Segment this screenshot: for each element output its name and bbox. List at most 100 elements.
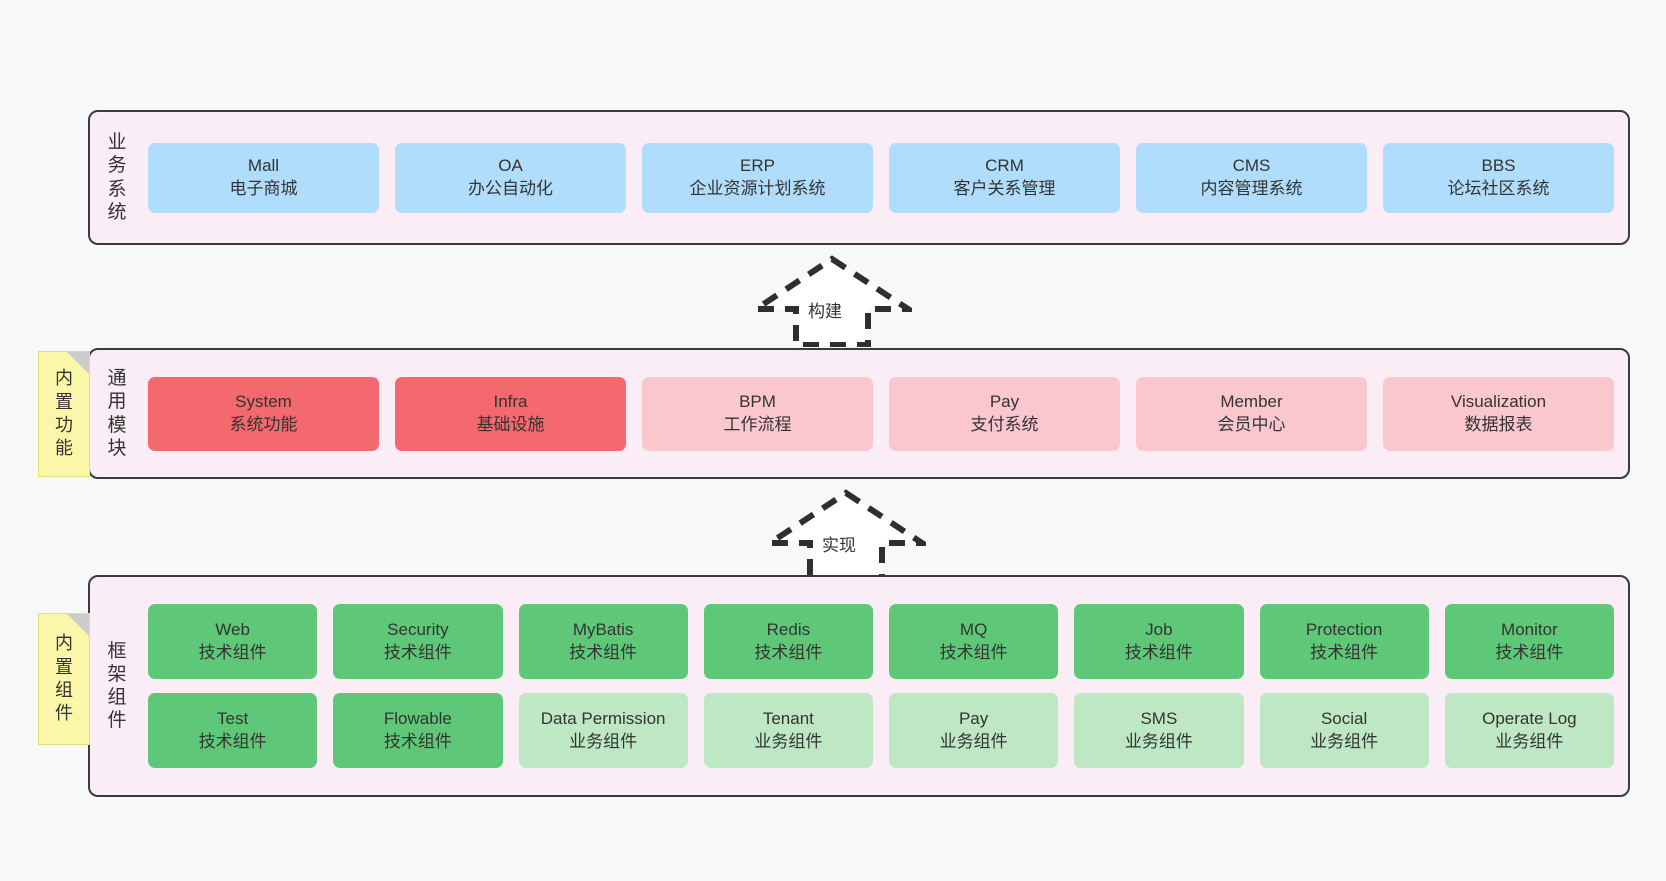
- layer-title-char: 块: [107, 437, 127, 459]
- layer-title-char: 件: [107, 710, 127, 732]
- card-subtitle: 客户关系管理: [953, 178, 1056, 198]
- layer-body-framework-components: Web 技术组件 Security 技术组件 MyBatis 技术组件 Redi…: [138, 577, 1628, 795]
- card-pay-module[interactable]: Pay 支付系统: [889, 376, 1120, 451]
- card-subtitle: 业务组件: [754, 731, 823, 751]
- note-char: 功: [55, 415, 73, 435]
- card-job[interactable]: Job 技术组件: [1074, 604, 1244, 679]
- note-char: 内: [55, 633, 73, 654]
- card-title: CMS: [1232, 155, 1271, 175]
- card-mall[interactable]: Mall 电子商城: [148, 142, 379, 213]
- card-title: Redis: [766, 619, 811, 639]
- card-data-permission[interactable]: Data Permission 业务组件: [518, 693, 688, 768]
- card-title: CRM: [985, 155, 1024, 175]
- card-row: System 系统功能 Infra 基础设施 BPM 工作流程 Pay 支付系统…: [148, 376, 1614, 451]
- card-row: Mall 电子商城 OA 办公自动化 ERP 企业资源计划系统 CRM 客户关系…: [148, 142, 1614, 213]
- card-title: Social: [1320, 708, 1368, 728]
- card-system[interactable]: System 系统功能: [148, 376, 379, 451]
- layer-title-char: 系: [107, 178, 127, 200]
- card-title: Pay: [958, 708, 989, 728]
- card-subtitle: 技术组件: [754, 642, 823, 662]
- card-subtitle: 技术组件: [1310, 642, 1379, 662]
- note-char: 置: [55, 391, 73, 412]
- card-protection[interactable]: Protection 技术组件: [1259, 604, 1429, 679]
- card-test[interactable]: Test 技术组件: [148, 693, 318, 768]
- card-subtitle: 业务组件: [1310, 731, 1379, 751]
- note-char: 组: [55, 680, 73, 700]
- card-social[interactable]: Social 业务组件: [1259, 693, 1429, 768]
- card-title: MQ: [959, 619, 988, 639]
- layer-title-char: 组: [107, 687, 127, 708]
- card-subtitle: 系统功能: [229, 414, 298, 434]
- card-erp[interactable]: ERP 企业资源计划系统: [642, 142, 873, 213]
- card-flowable[interactable]: Flowable 技术组件: [333, 693, 503, 768]
- page-fold-icon: [67, 352, 89, 374]
- card-title: Data Permission: [540, 708, 666, 728]
- card-title: ERP: [740, 155, 775, 175]
- card-mybatis[interactable]: MyBatis 技术组件: [518, 604, 688, 679]
- card-mq[interactable]: MQ 技术组件: [889, 604, 1059, 679]
- layer-title-framework-components: 框 架 组 件: [90, 577, 138, 795]
- card-pay-component[interactable]: Pay 业务组件: [889, 693, 1059, 768]
- arrow-implement-label: 实现: [822, 536, 856, 555]
- card-subtitle: 技术组件: [569, 642, 638, 662]
- layer-framework-components[interactable]: 框 架 组 件 Web 技术组件 Security 技术组件 MyBatis 技…: [88, 575, 1630, 797]
- card-monitor[interactable]: Monitor 技术组件: [1444, 604, 1614, 679]
- card-title: Visualization: [1450, 391, 1547, 411]
- card-cms[interactable]: CMS 内容管理系统: [1136, 142, 1367, 213]
- note-char: 能: [55, 438, 73, 459]
- card-bbs[interactable]: BBS 论坛社区系统: [1383, 142, 1614, 213]
- card-title: Mall: [247, 155, 280, 175]
- arrow-implement: 实现: [759, 489, 933, 582]
- arrow-build-label: 构建: [808, 302, 842, 321]
- card-sms[interactable]: SMS 业务组件: [1074, 693, 1244, 768]
- card-member[interactable]: Member 会员中心: [1136, 376, 1367, 451]
- card-subtitle: 数据报表: [1464, 414, 1533, 434]
- card-title: System: [235, 391, 292, 411]
- card-subtitle: 工作流程: [723, 414, 792, 434]
- layer-body-common-modules: System 系统功能 Infra 基础设施 BPM 工作流程 Pay 支付系统…: [138, 350, 1628, 477]
- card-security[interactable]: Security 技术组件: [333, 604, 503, 679]
- card-subtitle: 技术组件: [383, 731, 452, 751]
- layer-common-modules[interactable]: 通 用 模 块 System 系统功能 Infra 基础设施 BPM 工作流程: [88, 348, 1630, 479]
- layer-title-char: 模: [107, 414, 127, 436]
- card-subtitle: 技术组件: [1495, 642, 1564, 662]
- card-redis[interactable]: Redis 技术组件: [703, 604, 873, 679]
- layer-business-systems[interactable]: 业 务 系 统 Mall 电子商城 OA 办公自动化 ERP 企业资源计划系统: [88, 110, 1630, 245]
- layer-title-char: 务: [107, 155, 127, 177]
- card-title: MyBatis: [572, 619, 634, 639]
- layer-title-char: 通: [107, 368, 127, 390]
- card-operate-log[interactable]: Operate Log 业务组件: [1444, 693, 1614, 768]
- arrow-build: 构建: [745, 255, 919, 348]
- card-crm[interactable]: CRM 客户关系管理: [889, 142, 1120, 213]
- card-title: Monitor: [1501, 619, 1558, 639]
- arrow-build-icon: [745, 255, 919, 348]
- card-subtitle: 内容管理系统: [1200, 178, 1303, 198]
- card-title: Job: [1145, 619, 1173, 639]
- card-visualization[interactable]: Visualization 数据报表: [1383, 376, 1614, 451]
- layer-title-char: 框: [107, 640, 127, 662]
- card-infra[interactable]: Infra 基础设施: [395, 376, 626, 451]
- card-subtitle: 企业资源计划系统: [689, 178, 826, 198]
- card-subtitle: 会员中心: [1217, 414, 1286, 434]
- layer-title-common-modules: 通 用 模 块: [90, 350, 138, 477]
- note-builtin-components[interactable]: 内 置 组 件: [38, 613, 90, 745]
- card-title: SMS: [1140, 708, 1178, 728]
- card-title: Security: [387, 619, 449, 639]
- card-title: OA: [498, 155, 523, 175]
- card-web[interactable]: Web 技术组件: [148, 604, 318, 679]
- card-bpm[interactable]: BPM 工作流程: [642, 376, 873, 451]
- card-oa[interactable]: OA 办公自动化: [395, 142, 626, 213]
- card-subtitle: 业务组件: [1495, 731, 1564, 751]
- card-title: Web: [215, 619, 250, 639]
- card-title: Member: [1220, 391, 1283, 411]
- card-tenant[interactable]: Tenant 业务组件: [703, 693, 873, 768]
- card-subtitle: 技术组件: [939, 642, 1008, 662]
- note-builtin-functions[interactable]: 内 置 功 能: [38, 351, 90, 477]
- arrow-implement-icon: [759, 489, 933, 582]
- layer-body-business-systems: Mall 电子商城 OA 办公自动化 ERP 企业资源计划系统 CRM 客户关系…: [138, 112, 1628, 243]
- card-subtitle: 技术组件: [383, 642, 452, 662]
- card-title: Tenant: [762, 708, 814, 728]
- card-subtitle: 支付系统: [970, 414, 1039, 434]
- card-title: Pay: [989, 391, 1020, 411]
